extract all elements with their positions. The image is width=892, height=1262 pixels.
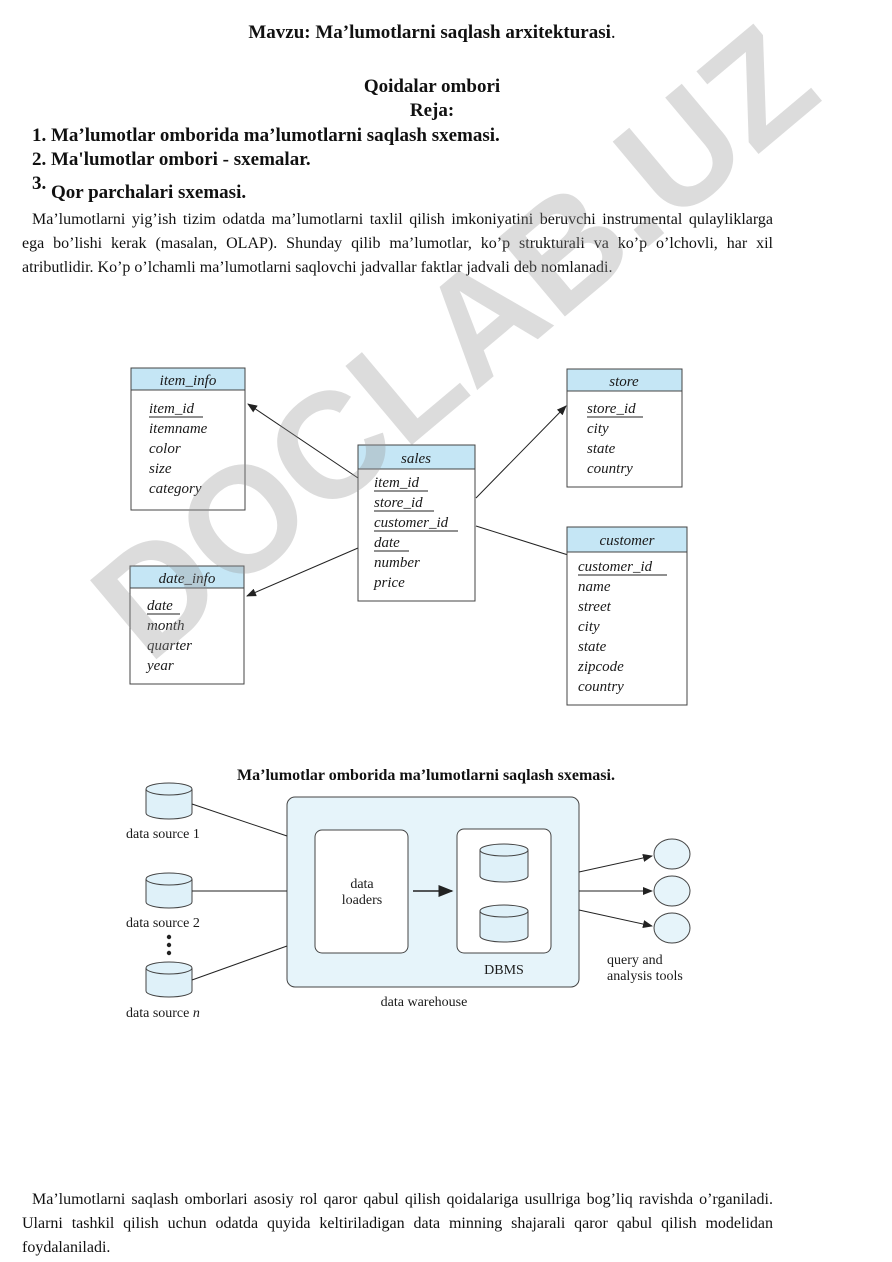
intro-paragraph: Ma’lumotlarni yig’ish tizim odatda ma’lu… (22, 211, 773, 276)
data-source-1 (145, 782, 193, 820)
plan-title: Reja: (409, 100, 455, 121)
data-source-n-label: data source n (126, 1006, 200, 1021)
sales-attr: customer_id (374, 515, 449, 531)
query-tools-label: query and (607, 953, 663, 968)
item-info-attr: item_id (149, 401, 194, 417)
sales-attr: item_id (374, 475, 419, 491)
database-icon (479, 843, 529, 883)
item-info-attr: category (149, 481, 202, 497)
date-info-attr: month (147, 618, 185, 634)
customer-header (566, 526, 688, 553)
sales-attr: number (374, 555, 420, 571)
date-info-table: date_info date month quarter year (129, 565, 245, 685)
ellipsis-dots (166, 934, 172, 956)
item-info-header (130, 367, 246, 391)
customer-attr: street (578, 599, 612, 615)
analysis-tool-icon (653, 838, 691, 870)
store-attr: country (587, 461, 633, 477)
item-info-title: item_info (160, 373, 217, 389)
title-text: Mavzu: Ma’lumotlarni saqlash arxitektura… (248, 22, 611, 43)
data-warehouse-diagram: data loaders DBMS data warehouse data so… (126, 782, 691, 1021)
title-period: . (610, 22, 616, 43)
store-header (566, 368, 683, 392)
data-source-n (145, 961, 193, 998)
plan-item-1: 1. Ma’lumotlar omborida ma’lumotlarni sa… (32, 125, 500, 146)
store-attr: state (587, 441, 616, 457)
data-loaders-label: loaders (342, 893, 382, 908)
item-info-attr: size (149, 461, 172, 477)
closing-paragraph: Ma’lumotlarni saqlash omborlari asosiy r… (22, 1191, 773, 1256)
item-info-table: item_info item_id itemname color size ca… (130, 367, 246, 511)
data-source-2-label: data source 2 (126, 916, 200, 931)
store-attr: city (587, 421, 609, 437)
section-title: Qoidalar ombori (363, 76, 501, 97)
store-attr: store_id (587, 401, 636, 417)
date-info-header (129, 565, 245, 589)
data-source-2 (145, 872, 193, 909)
customer-table: customer customer_id name street city st… (566, 526, 688, 706)
customer-attr: city (578, 619, 600, 635)
store-table: store store_id city state country (566, 368, 683, 488)
page-title: Mavzu: Ma’lumotlarni saqlash arxitektura… (0, 22, 864, 44)
data-source-1-label: data source 1 (126, 827, 200, 842)
customer-attr: state (578, 639, 607, 655)
item-info-attr: itemname (149, 421, 208, 437)
sales-attr: date (374, 535, 400, 551)
customer-attr: country (578, 679, 624, 695)
star-schema-diagram: item_info item_id itemname color size ca… (129, 367, 688, 706)
sales-table: sales item_id store_id customer_id date … (357, 444, 476, 602)
sales-attr: price (373, 575, 405, 591)
analysis-tool-icon (653, 912, 691, 944)
analysis-tool-icon (653, 875, 691, 907)
date-info-attr: date (147, 598, 173, 614)
item-info-attr: color (149, 441, 181, 457)
customer-attr: zipcode (577, 659, 624, 675)
sales-title: sales (401, 451, 431, 467)
query-tools-label: analysis tools (607, 969, 683, 984)
sales-header (357, 444, 476, 470)
store-title: store (609, 374, 639, 390)
data-loaders-label: data (350, 877, 374, 892)
sales-attr: store_id (374, 495, 423, 511)
date-info-attr: quarter (147, 638, 192, 654)
plan-item-2: 2. Ma'lumotlar ombori - sxemalar. (32, 149, 311, 170)
dbms-label: DBMS (484, 963, 524, 978)
warehouse-diagram-caption: Ma’lumotlar omborida ma’lumotlarni saqla… (237, 767, 615, 784)
date-info-attr: year (145, 658, 174, 674)
date-info-title: date_info (159, 571, 216, 587)
customer-title: customer (600, 533, 655, 549)
data-loaders-box (314, 829, 409, 954)
customer-attr: customer_id (578, 559, 653, 575)
database-icon (479, 904, 529, 943)
data-warehouse-label: data warehouse (381, 995, 468, 1010)
customer-attr: name (578, 579, 611, 595)
plan-item-3: 3. Qor parchalari sxemasi. (32, 173, 247, 203)
